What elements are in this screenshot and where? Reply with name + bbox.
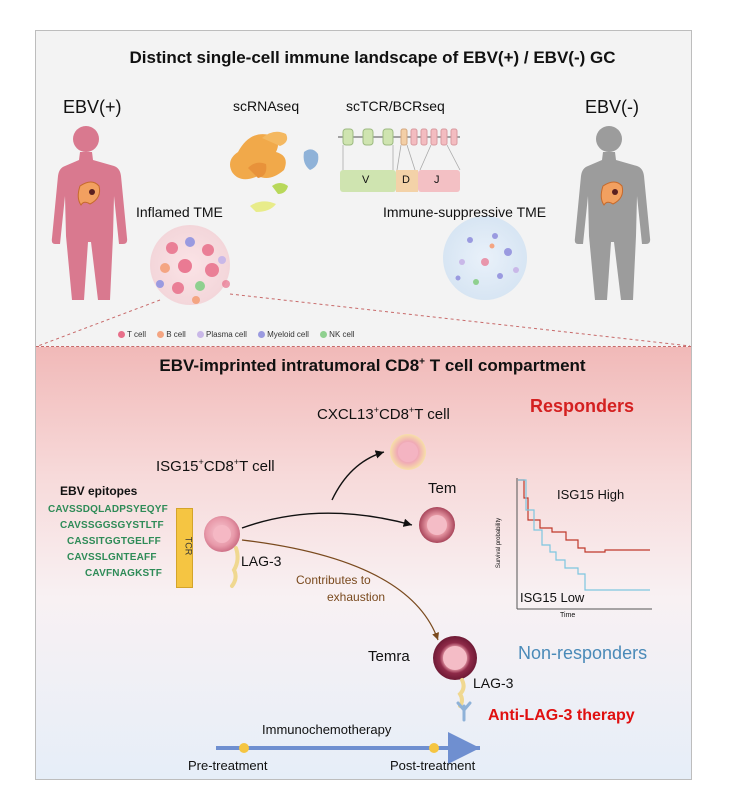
legend-dot-plasma-cell: [197, 331, 204, 338]
panel-divider: [36, 346, 691, 347]
epitope-sequence: CAVSSGGSGYSTLTF: [60, 520, 164, 531]
responders-label: Responders: [530, 396, 635, 416]
scrnaseq-umap-icon: [230, 131, 319, 212]
scrnaseq-label: scRNAseq: [233, 98, 300, 114]
legend-dot-b-cell: [157, 331, 165, 338]
lag3-label-isg15: LAG-3: [241, 553, 282, 569]
km-high-line: [518, 479, 650, 553]
legend-dot-t-cell: [118, 331, 125, 338]
ebv-negative-label: EBV(-): [585, 97, 639, 117]
human-figure-ebv-negative-icon: [574, 126, 651, 300]
arrow-to-cxcl13: [331, 450, 385, 501]
exhaustion-label: exhaustion: [327, 590, 386, 604]
epitope-sequence: CAVSSLGNTEAFF: [67, 552, 157, 563]
contributes-label-1: Contributes to: [296, 573, 371, 587]
legend-label: Myeloid cell: [267, 330, 309, 339]
legend-label: NK cell: [329, 330, 355, 339]
epitope-sequence-text: CAVSSGGSGYSTLTF: [60, 520, 164, 531]
legend-item: NK cell: [320, 330, 355, 339]
gene-d-label: D: [402, 174, 410, 186]
legend-dot-myeloid-cell: [258, 331, 266, 338]
zoom-line-right: [229, 293, 691, 347]
epitope-sequence: CASSITGGTGELFF: [67, 536, 161, 547]
immunochemotherapy-label: Immunochemotherapy: [262, 722, 392, 737]
arrow-to-tem: [241, 512, 413, 529]
temra-label: Temra: [368, 648, 410, 665]
zoom-line-left: [37, 299, 161, 347]
non-responders-label: Non-responders: [518, 643, 648, 663]
epitope-sequence-text: CASSITGGTGELFF: [67, 536, 161, 547]
post-treatment-label: Post-treatment: [390, 758, 476, 773]
tcr-bar: TCR: [176, 508, 193, 588]
post-treatment-marker: [429, 743, 439, 753]
legend-dot-nk-cell: [320, 331, 328, 338]
tem-label: Tem: [428, 480, 457, 497]
legend-item: T cell: [118, 330, 146, 339]
legend-label: Plasma cell: [206, 330, 247, 339]
lag3-receptor-icon: [230, 546, 240, 588]
km-high-label: ISG15 High: [557, 487, 625, 502]
cell-type-legend: T cell B cell Plasma cell Myeloid cell N…: [118, 330, 364, 339]
ebv-positive-label: EBV(+): [63, 97, 122, 117]
treatment-timeline: [216, 732, 480, 764]
gene-j-label: J: [434, 174, 440, 186]
inflamed-tme-icon: [150, 225, 230, 305]
figure-frame: [35, 30, 692, 780]
epitope-sequence-text: CAVFNAGKSTF: [85, 568, 163, 579]
isg15-cd8-t-cell-icon: [204, 516, 240, 588]
legend-label: T cell: [127, 330, 146, 339]
legend-item: Plasma cell: [197, 330, 247, 339]
lag3-receptor-temra-icon: [457, 678, 466, 708]
epitope-sequence: CAVSSDQLADPSYEQYF: [48, 504, 168, 515]
km-low-line: [518, 479, 650, 591]
isg15-cell-label: ISG15+CD8+T cell: [156, 457, 275, 475]
temra-cell-icon: [433, 636, 477, 708]
km-x-label: Time: [560, 612, 576, 619]
anti-lag3-therapy-label: Anti-LAG-3 therapy: [488, 707, 635, 724]
legend-item: B cell: [157, 330, 186, 339]
arrow-to-temra: [241, 539, 440, 641]
gene-v-label: V: [362, 174, 370, 186]
lag3-label-temra: LAG-3: [473, 675, 514, 691]
ebv-epitopes-title: EBV epitopes: [60, 484, 138, 498]
epitope-sequence: CAVFNAGKSTF: [85, 568, 162, 579]
immune-suppressive-tme-icon: [443, 216, 527, 300]
cxcl13-cell-label: CXCL13+CD8+T cell: [317, 405, 450, 423]
kaplan-meier-plot: [516, 478, 652, 610]
epitope-sequence-text: CAVSSDQLADPSYEQYF: [48, 504, 168, 515]
top-title: Distinct single-cell immune landscape of…: [129, 48, 616, 67]
bottom-panel: [36, 347, 691, 779]
tcr-label: TCR: [183, 536, 194, 556]
pre-treatment-label: Pre-treatment: [188, 758, 268, 773]
legend-label: B cell: [166, 330, 186, 339]
human-figure-ebv-positive-icon: [51, 126, 128, 300]
km-low-label: ISG15 Low: [520, 590, 585, 605]
pre-treatment-marker: [239, 743, 249, 753]
cxcl13-cd8-t-cell-icon: [390, 434, 426, 470]
km-y-label: Survival probability: [496, 517, 503, 569]
sctcr-label: scTCR/BCRseq: [346, 98, 445, 114]
legend-item: Myeloid cell: [258, 330, 309, 339]
inflamed-tme-label: Inflamed TME: [136, 204, 223, 220]
epitope-sequence-text: CAVSSLGNTEAFF: [67, 552, 157, 563]
antibody-icon: [456, 701, 472, 722]
immune-suppressive-tme-label: Immune-suppressive TME: [383, 204, 547, 220]
bottom-title: EBV-imprinted intratumoral CD8+ T cell c…: [159, 356, 586, 375]
tcr-bcr-gene-diagram-icon: [338, 128, 461, 192]
tem-cell-icon: [419, 507, 455, 543]
